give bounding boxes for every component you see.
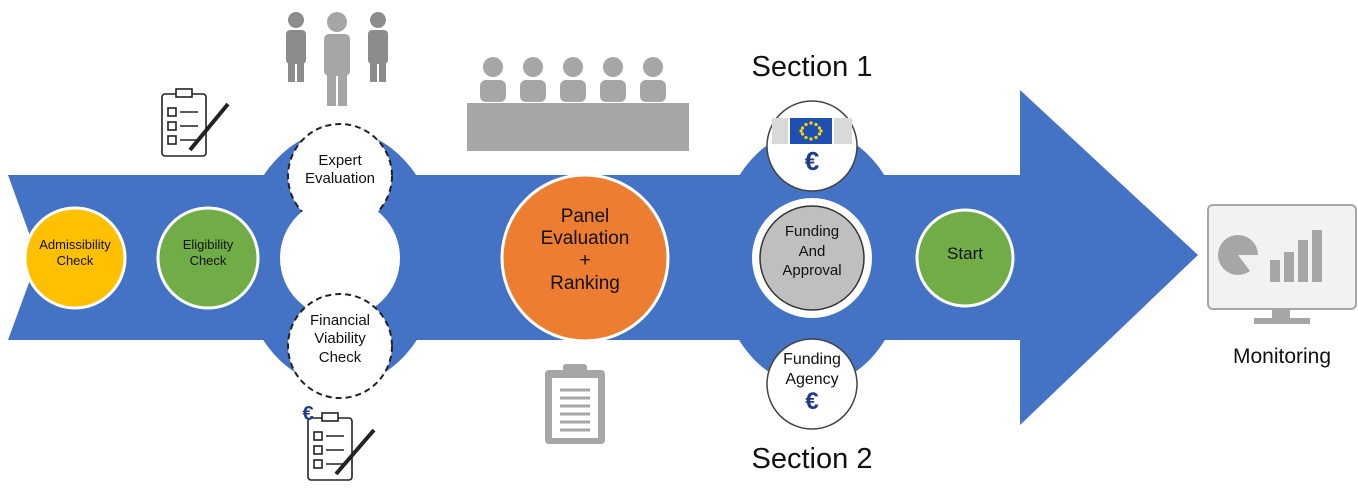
funding-approval-line2: And	[798, 242, 826, 260]
panel-line2: Evaluation	[540, 228, 630, 250]
panel-line3: +	[579, 250, 591, 272]
eligibility-line1: Eligibility	[182, 237, 234, 252]
financial-line2: Viability	[314, 330, 366, 348]
eligibility-label: Eligibility Check	[158, 237, 258, 269]
monitoring-text: Monitoring	[1232, 345, 1332, 368]
financial-circle	[287, 293, 393, 399]
eligibility-line2: Check	[189, 252, 227, 268]
funding-approval-line3: Approval	[782, 262, 842, 279]
financial-label: Financial Viability Check	[290, 312, 390, 367]
funding-agency-circle	[766, 338, 858, 430]
section1-euro: €	[792, 146, 832, 178]
admissibility-line1: Admissibility	[39, 237, 111, 252]
expert-line1: Expert	[318, 152, 362, 169]
expert-label: Expert Evaluation	[290, 152, 390, 189]
panel-line1: Panel	[560, 206, 610, 227]
panel-committee-icon	[467, 57, 689, 151]
start-text: Start	[947, 244, 983, 263]
section2-text: Section 2	[751, 443, 873, 475]
experts-icon	[286, 12, 388, 106]
middle-white-circle	[280, 198, 400, 318]
panel-circle	[500, 173, 670, 343]
start-circle	[915, 208, 1015, 308]
euro-symbol-top: €	[804, 146, 820, 176]
admissibility-circle	[23, 206, 127, 310]
checklist-euro-icon	[307, 412, 376, 481]
panel-label: Panel Evaluation + Ranking	[510, 206, 660, 295]
clipboard-icon	[545, 364, 605, 444]
monitor-chart-icon	[1207, 204, 1357, 324]
section1-title: Section 1	[712, 50, 912, 85]
eligibility-circle	[156, 206, 260, 310]
funding-agency-label: Funding Agency €	[762, 350, 862, 415]
monitoring-title: Monitoring	[1212, 344, 1352, 370]
checklist-icon	[161, 88, 230, 157]
euro-symbol-checklist: €	[302, 403, 314, 425]
eu-flag-icon	[772, 118, 852, 144]
start-label: Start	[915, 244, 1015, 265]
financial-line3: Check	[318, 348, 362, 366]
funding-approval-circle	[759, 205, 865, 311]
financial-line1: Financial	[309, 312, 371, 329]
funding-approval-label: Funding And Approval	[762, 222, 862, 281]
admissibility-label: Admissibility Check	[25, 237, 125, 269]
admissibility-line2: Check	[56, 252, 94, 268]
panel-line4: Ranking	[550, 272, 620, 294]
section1-text: Section 1	[751, 51, 873, 83]
euro-symbol-bottom: €	[805, 388, 819, 416]
expert-line2: Evaluation	[304, 170, 376, 188]
section2-title: Section 2	[712, 442, 912, 477]
funding-agency-line2: Agency	[785, 370, 839, 388]
funding-approval-line1: Funding	[784, 223, 840, 240]
funding-agency-line1: Funding	[783, 351, 841, 368]
bottom-euro: €	[296, 402, 320, 426]
